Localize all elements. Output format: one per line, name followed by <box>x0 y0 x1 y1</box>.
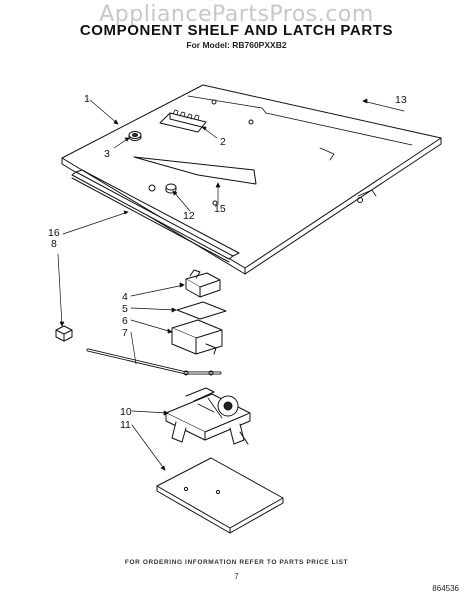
cover-plate-part-11 <box>156 457 284 534</box>
callout-8: 8 <box>51 238 57 250</box>
watermark: AppliancePartsPros.com <box>99 2 374 27</box>
callout-12: 12 <box>183 210 195 222</box>
knob-part-8 <box>55 325 73 342</box>
callout-2: 2 <box>220 136 226 148</box>
page-number: 7 <box>234 572 239 581</box>
callout-13: 13 <box>395 94 407 106</box>
callout-4: 4 <box>122 291 128 303</box>
callout-1: 1 <box>84 93 90 105</box>
insulator-part-5 <box>176 301 227 320</box>
connector-block-part-2 <box>159 109 207 133</box>
callout-16: 16 <box>48 227 60 239</box>
callout-11: 11 <box>120 419 131 431</box>
model-subtitle: For Model: RB760PXXB2 <box>186 40 287 50</box>
latch-mechanism-part-10 <box>165 387 251 445</box>
trim-rail-part-16 <box>71 169 240 263</box>
leader-lines <box>57 99 405 471</box>
diagram-id: 864536 <box>432 584 459 593</box>
plug-button-part-12 <box>165 183 177 194</box>
diagram-title: COMPONENT SHELF AND LATCH PARTS <box>79 22 394 39</box>
callout-5: 5 <box>122 303 128 315</box>
callout-10: 10 <box>120 406 132 418</box>
ordering-note: FOR ORDERING INFORMATION REFER TO PARTS … <box>124 559 349 566</box>
callout-15: 15 <box>214 203 226 215</box>
callout-7: 7 <box>122 327 128 339</box>
callout-6: 6 <box>122 315 128 327</box>
latch-rod-part-7 <box>86 348 222 376</box>
bracket-part-6 <box>171 319 223 355</box>
shelf-bracket-part-15 <box>133 156 257 185</box>
leader-arrowheads <box>59 98 368 471</box>
callout-3: 3 <box>104 148 110 160</box>
grommet-part-3 <box>128 131 142 141</box>
switch-part-4 <box>185 269 221 298</box>
